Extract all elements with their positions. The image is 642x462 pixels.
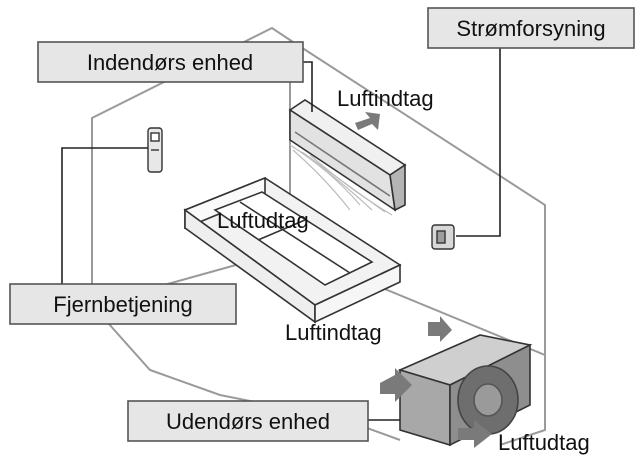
power-supply-switch xyxy=(436,230,446,244)
remote-control-screen xyxy=(150,132,160,142)
power-supply-device xyxy=(431,224,455,250)
sofa-seam-2 xyxy=(257,219,306,241)
outdoor-outlet-arrow xyxy=(458,420,492,448)
indoor-unit-side xyxy=(389,163,406,212)
label-outdoor-unit: Udendørs enhed xyxy=(127,400,369,442)
label-remote-control-box xyxy=(9,283,237,325)
label-air-intake-bottom: Luftindtag xyxy=(285,320,382,345)
sofa-side xyxy=(314,263,401,324)
remote-control-device xyxy=(147,127,163,173)
indoor-unit-leader xyxy=(303,61,313,112)
power-supply-leader xyxy=(456,46,501,237)
label-indoor-unit: Indendørs enhed xyxy=(37,41,304,83)
label-air-intake-top: Luftindtag xyxy=(337,86,434,111)
label-indoor-unit-box xyxy=(37,41,304,83)
label-air-outlet-outdoor: Luftudtag xyxy=(498,430,590,455)
air-arrows xyxy=(355,112,492,448)
label-remote-control: Fjernbetjening xyxy=(9,283,237,325)
indoor-unit-vent xyxy=(294,131,391,197)
remote-control-leader xyxy=(61,147,148,290)
sofa-seam xyxy=(239,201,351,274)
label-power-supply: Strømforsyning xyxy=(427,7,635,49)
label-remote-control-text: Fjernbetjening xyxy=(53,292,192,317)
outdoor-unit-fan-center xyxy=(473,383,503,417)
sofa xyxy=(183,176,402,324)
label-outdoor-unit-text: Udendørs enhed xyxy=(166,409,330,434)
label-power-supply-box xyxy=(427,7,635,49)
indoor-air-stream xyxy=(289,144,393,216)
leader-lines xyxy=(61,46,501,421)
outdoor-intake-arrow xyxy=(380,368,412,402)
label-air-outlet-indoor: Luftudtag xyxy=(217,208,309,233)
room-right-lower-edge xyxy=(499,355,546,446)
indoor-unit xyxy=(288,99,407,212)
label-indoor-unit-text: Indendørs enhed xyxy=(87,50,253,75)
air-intake-bottom-arrow xyxy=(428,316,452,342)
label-outdoor-unit-box xyxy=(127,400,369,442)
label-power-supply-text: Strømforsyning xyxy=(456,16,605,41)
air-intake-top-arrow xyxy=(355,112,380,130)
outdoor-unit xyxy=(397,334,533,447)
